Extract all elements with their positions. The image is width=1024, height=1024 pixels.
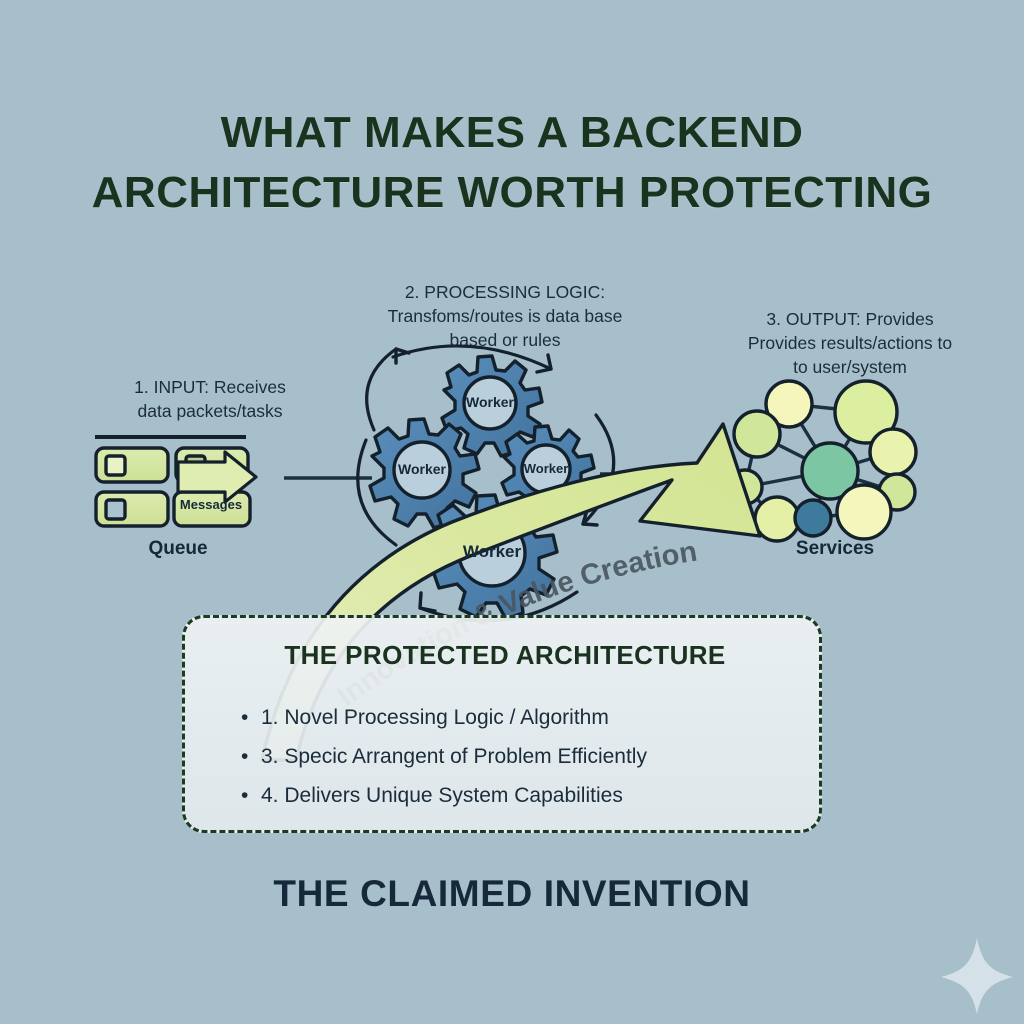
queue-messages-chip-label: Messages: [175, 497, 247, 512]
services-nodes: [728, 381, 916, 541]
panel-item-list: •1. Novel Processing Logic / Algorithm •…: [241, 698, 801, 815]
worker-gear-bottom-label: Worker: [452, 542, 532, 562]
worker-gear-top-label: Worker: [455, 394, 525, 410]
panel-list-item: •4. Delivers Unique System Capabilities: [241, 776, 801, 815]
bullet-icon: •: [241, 776, 261, 815]
panel-list-item-text: 1. Novel Processing Logic / Algorithm: [261, 706, 609, 729]
page-title-line-1: WHAT MAKES A BACKEND: [221, 108, 804, 157]
page-title: WHAT MAKES A BACKEND ARCHITECTURE WORTH …: [0, 103, 1024, 223]
queue-label: Queue: [98, 538, 258, 560]
services-label: Services: [755, 538, 915, 560]
service-node-3: [734, 411, 780, 457]
service-node-9: [837, 485, 891, 539]
input-stage-caption: 1. INPUT: Receives data packets/tasks: [60, 375, 360, 423]
bullet-icon: •: [241, 737, 261, 776]
panel-list-item: •1. Novel Processing Logic / Algorithm: [241, 698, 801, 737]
panel-title: THE PROTECTED ARCHITECTURE: [185, 640, 825, 671]
output-stage-caption: 3. OUTPUT: Provides Provides results/act…: [700, 307, 1000, 379]
worker-gear-right-label: Worker: [511, 461, 581, 476]
sparkle-icon: [941, 938, 1013, 1014]
queue-box-1-glyph: [106, 456, 125, 475]
panel-list-item-text: 3. Specic Arrangent of Problem Efficient…: [261, 745, 647, 768]
page-title-line-2: ARCHITECTURE WORTH PROTECTING: [92, 168, 933, 217]
footer-title: THE CLAIMED INVENTION: [0, 873, 1024, 915]
worker-gear-left-label: Worker: [387, 461, 457, 477]
queue-box-3-glyph: [106, 500, 125, 519]
service-node-7: [755, 497, 799, 541]
panel-list-item: •3. Specic Arrangent of Problem Efficien…: [241, 737, 801, 776]
cycle-arc-upper-left: [367, 349, 396, 430]
protected-architecture-panel: THE PROTECTED ARCHITECTURE •1. Novel Pro…: [182, 615, 822, 833]
service-node-8: [795, 500, 831, 536]
bullet-icon: •: [241, 698, 261, 737]
services-graph: [728, 381, 916, 541]
service-node-4: [870, 429, 916, 475]
processing-stage-caption: 2. PROCESSING LOGIC: Transfoms/routes is…: [330, 280, 680, 352]
panel-list-item-text: 4. Delivers Unique System Capabilities: [261, 784, 623, 807]
